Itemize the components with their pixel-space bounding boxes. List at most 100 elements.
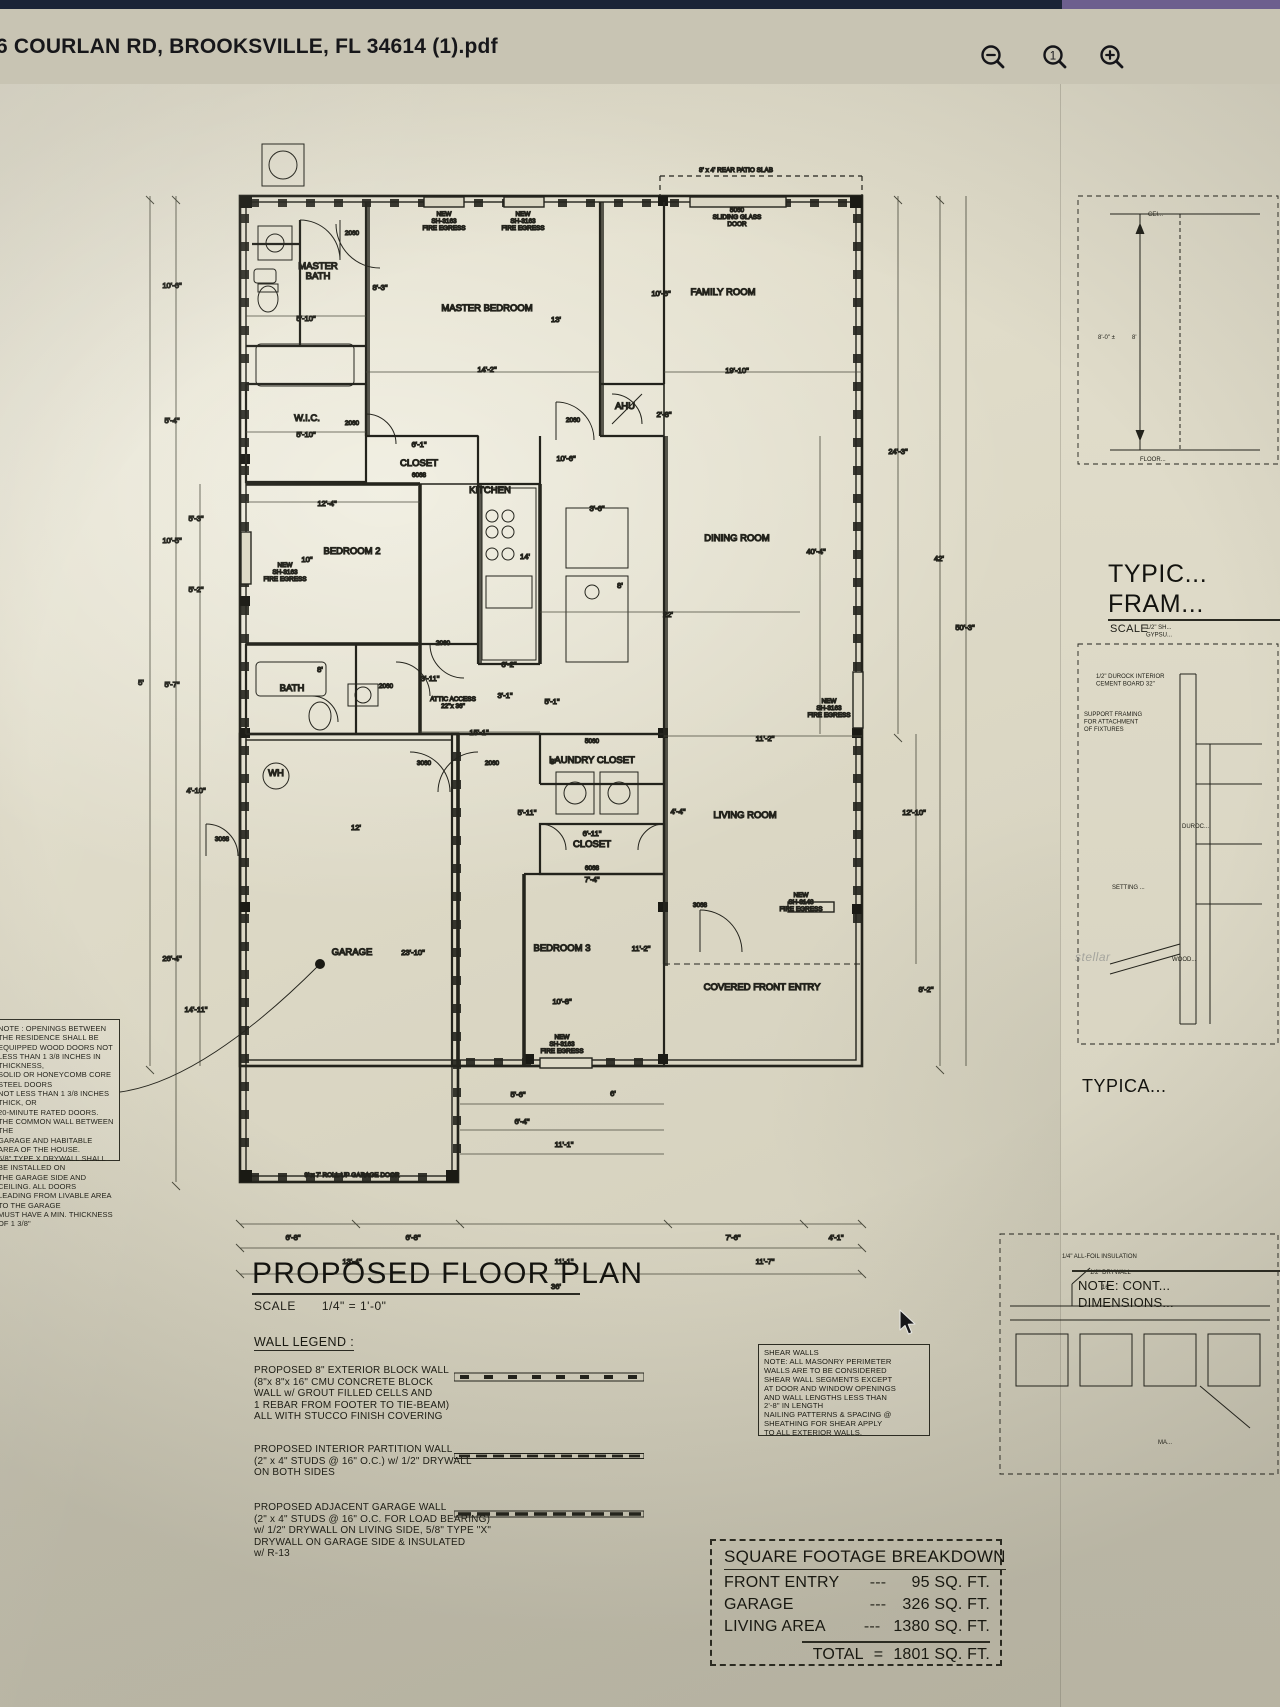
svg-text:1: 1 <box>1050 51 1056 63</box>
dimension-label: 11'-2" <box>756 734 775 743</box>
dimension-label: 14' <box>520 552 530 561</box>
dimension-label: 8' <box>317 665 323 674</box>
legend-item-exterior-block: PROPOSED 8" EXTERIOR BLOCK WALL (8"x 8"x… <box>254 1365 684 1423</box>
dimension-label: 5'-10" <box>296 430 316 439</box>
room-label: BEDROOM 2 <box>323 546 380 557</box>
room-label: DINING ROOM <box>704 533 770 544</box>
plan-annotation: 2060 <box>485 760 500 767</box>
shear-wall-note: SHEAR WALLS NOTE: ALL MASONRY PERIMETER … <box>758 1344 930 1437</box>
dimension-label: 10'-8" <box>552 997 572 1006</box>
dimension-label: 26'-4" <box>162 954 182 963</box>
dimension-label: 23'-10" <box>401 948 425 957</box>
dimension-label: 6'-8" <box>285 1233 300 1242</box>
dimension-label: 14'-2" <box>477 365 497 374</box>
room-label: LAUNDRY CLOSET <box>549 755 635 766</box>
room-label: CLOSET <box>573 839 611 850</box>
dimension-label: 4'-1" <box>828 1233 843 1242</box>
plan-annotation: 2060 <box>566 417 581 424</box>
plan-annotation: 2060 <box>436 640 451 647</box>
dimension-label: 6' <box>610 1089 616 1098</box>
dimension-label: 11'-1" <box>555 1257 574 1266</box>
room-label: BATH <box>280 683 305 694</box>
dimension-label: 24'-3" <box>888 447 908 456</box>
zoom-in-icon <box>1100 45 1124 69</box>
interior-partition-wall-swatch <box>454 1453 644 1459</box>
sqft-total-equals: = <box>873 1645 884 1663</box>
dimension-label: 12' <box>351 823 361 832</box>
dimension-label: 50'-3" <box>955 623 975 632</box>
plan-annotation: 3068 <box>215 836 230 843</box>
detail-note: 1/2" DRYWALL <box>1090 1270 1131 1276</box>
dimension-label: 3'-2" <box>501 660 516 669</box>
plan-annotation: 8' x 4' REAR PATIO SLAB <box>699 167 773 174</box>
plan-annotation: 2060 <box>379 683 394 690</box>
dimension-label: 10'-6" <box>651 289 671 298</box>
dimension-label: 6'-4" <box>514 1117 529 1126</box>
detail-note: SETTING ... <box>1112 885 1145 891</box>
dimension-label: 12'-10" <box>902 808 926 817</box>
plan-title-underline <box>252 1293 580 1295</box>
room-label: COVERED FRONT ENTRY <box>704 982 821 993</box>
adjacent-garage-wall-swatch <box>454 1510 644 1518</box>
dimension-label: 3'-1" <box>497 691 512 700</box>
garage-door-code-note: NOTE : OPENINGS BETWEEN THE RESIDENCE SH… <box>0 1019 120 1228</box>
table-row: LIVING AREA --- 1380 SQ. FT. <box>724 1618 990 1636</box>
detail-note: CEI... <box>1148 212 1163 218</box>
detail-note: 16" <box>1102 1285 1111 1291</box>
detail-panel-column <box>1060 84 1280 1707</box>
zoom-out-button[interactable] <box>973 37 1013 77</box>
browser-chrome-accent-strip <box>1062 0 1280 9</box>
dimension-label: 10" <box>301 555 312 564</box>
dimension-label: 4'-10" <box>186 786 206 795</box>
dimension-label: 3' <box>550 757 556 766</box>
dimension-label: 13'-4" <box>342 1257 362 1266</box>
sqft-total-divider <box>802 1641 990 1643</box>
wall-legend-heading: WALL LEGEND : <box>254 1335 355 1351</box>
document-title: 6 COURLAN RD, BROOKSVILLE, FL 34614 (1).… <box>0 35 498 58</box>
sqft-row-dash: --- <box>869 1596 887 1613</box>
plan-annotation: 3068 <box>693 902 708 909</box>
detail-note: 1/4" ALL-FOIL INSULATION <box>1062 1254 1137 1260</box>
dimension-label: 5'-10" <box>296 314 316 323</box>
plan-annotation: 9' x 7' ROLL UP GARAGE DOOR <box>304 1172 400 1179</box>
dimension-label: 42' <box>934 554 944 563</box>
dimension-label: 7'-4" <box>584 875 599 884</box>
dimension-label: 5'-3" <box>188 514 203 523</box>
room-label: MASTER BEDROOM <box>441 303 532 314</box>
square-footage-breakdown: SQUARE FOOTAGE BREAKDOWN FRONT ENTRY ---… <box>710 1539 1006 1666</box>
dimension-label: 2'-8" <box>656 410 671 419</box>
dimension-label: 3'-11" <box>421 674 440 683</box>
dimension-label: 5'-6" <box>510 1090 525 1099</box>
legend-item-text: PROPOSED INTERIOR PARTITION WALL (2" x 4… <box>254 1444 472 1479</box>
dimension-label: 19'-10" <box>725 366 749 375</box>
legend-item-interior-partition: PROPOSED INTERIOR PARTITION WALL (2" x 4… <box>254 1444 684 1479</box>
dimension-label: 12'-4" <box>317 499 337 508</box>
table-row: GARAGE --- 326 SQ. FT. <box>724 1596 990 1614</box>
sqft-row-dash: --- <box>863 1618 881 1635</box>
typical-framing-underline <box>1108 619 1280 621</box>
dimension-label: 11'-1" <box>555 1140 574 1149</box>
sqft-row-value: 1380 SQ. FT. <box>893 1618 990 1635</box>
detail-note: 8' <box>1132 335 1136 341</box>
detail-note: FLOOR... <box>1140 457 1166 463</box>
continuation-note-divider <box>1072 1270 1280 1272</box>
legend-item-text: PROPOSED ADJACENT GARAGE WALL (2" x 4" S… <box>254 1502 492 1560</box>
zoom-in-button[interactable] <box>1092 37 1132 77</box>
typical-wall-title: TYPICA... <box>1082 1076 1167 1096</box>
sqft-row-value: 326 SQ. FT. <box>902 1596 990 1613</box>
table-row: FRONT ENTRY --- 95 SQ. FT. <box>724 1574 990 1592</box>
zoom-reset-button[interactable]: 1 <box>1035 37 1075 77</box>
exterior-block-wall-swatch <box>454 1372 644 1382</box>
plan-annotation: 3060 <box>417 760 432 767</box>
sqft-total-value: 1801 SQ. FT. <box>893 1645 990 1663</box>
zoom-actual-size-icon: 1 <box>1043 45 1067 69</box>
dimension-label: 8'-2" <box>918 985 933 994</box>
detail-note: 8'-0" ± <box>1098 335 1116 341</box>
